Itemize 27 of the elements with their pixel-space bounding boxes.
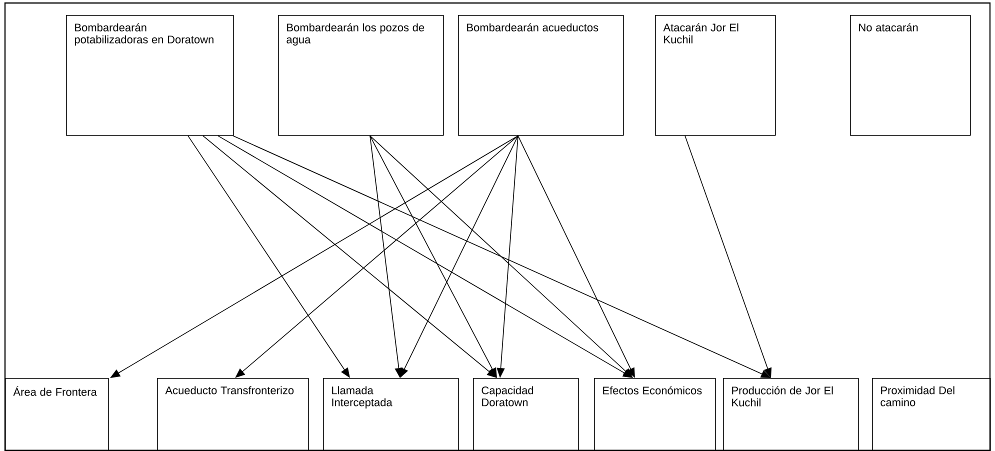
text-box: [323, 378, 459, 451]
box-label: Producción de Jor El Kuchil: [732, 386, 833, 406]
box-label: Capacidad Doratown: [482, 386, 534, 406]
text-box: [5, 378, 109, 451]
box-label: Efectos Económicos: [603, 386, 702, 394]
text-box: [458, 15, 624, 136]
arrow: [370, 135, 633, 378]
text-box: [872, 378, 991, 451]
text-box: [473, 378, 579, 451]
box-label: Bombardearán los pozos de agua: [286, 23, 424, 46]
box-label: Área de Frontera: [13, 386, 97, 396]
box-label: Atacarán Jor El Kuchil: [663, 23, 738, 44]
text-box: [66, 15, 234, 136]
text-box: [723, 378, 859, 451]
box-label: Proximidad Del camino: [880, 386, 954, 406]
arrow: [235, 135, 518, 378]
text-box: [157, 378, 309, 451]
text-box: [594, 378, 716, 451]
box-label: Bombardearán potabilizadoras en Doratown: [74, 23, 214, 46]
box-label: No atacarán: [859, 23, 918, 32]
arrow: [202, 135, 497, 378]
text-box: [850, 15, 971, 136]
box-label: Bombardearán acueductos: [467, 23, 598, 32]
box-label: Acueducto Transfronterizo: [165, 386, 294, 394]
box-label: Llamada Interceptada: [332, 386, 392, 408]
text-box: [278, 15, 444, 136]
text-box: [655, 15, 776, 136]
